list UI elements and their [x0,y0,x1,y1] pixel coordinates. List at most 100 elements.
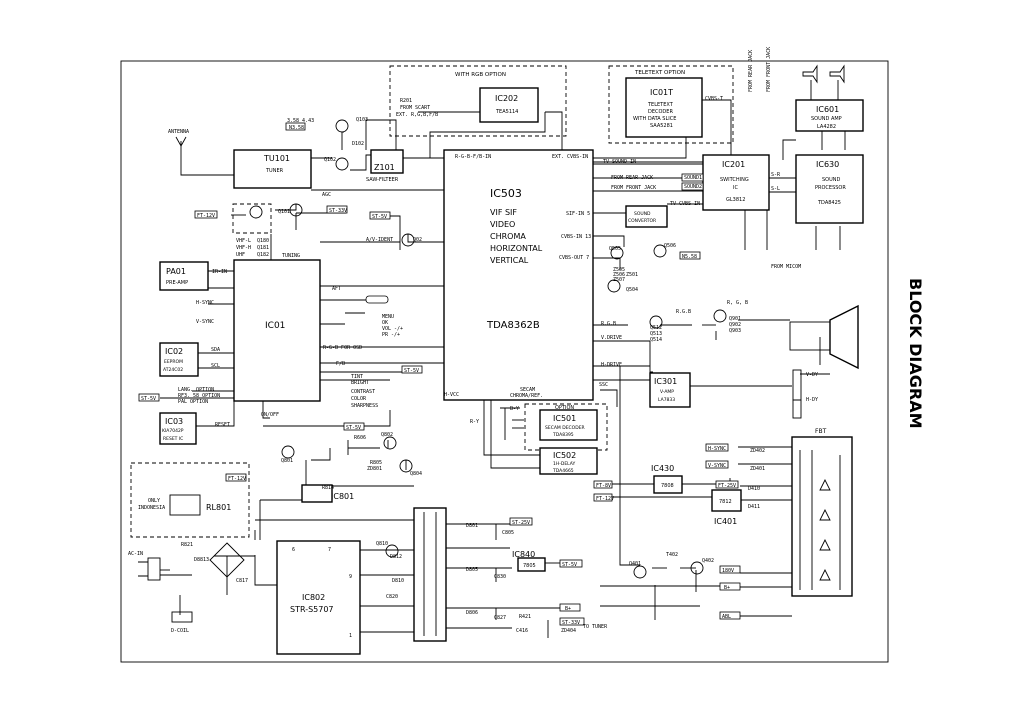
tuner-band-box [232,203,272,234]
ic502-name: IC502 [553,451,576,460]
smps-transformer [413,507,447,642]
q504-label: Q504 [626,287,638,293]
s-r-label: S-R [771,172,781,178]
aft-label: AFT [332,286,341,292]
q182-label: Q182 [257,252,269,258]
secam-option-label: OPTION [555,405,574,411]
d812-label: D812 [390,554,402,560]
ic401-sub: 7812 [719,499,732,505]
r606-label: R606 [354,435,366,441]
v-sync2-tag: V-SYNC [708,463,726,469]
chroma-ref-label: CHROMA/REF. [510,393,543,399]
ok-label: OK [382,320,388,326]
d410-label: D410 [748,486,760,492]
tv-sound-in-label: TV-SOUND-IN [603,159,636,165]
ac-in-label: AC-IN [128,551,143,557]
ic801-name: IC801 [331,492,354,501]
vhf-h-label: VHF-H [236,245,251,251]
vhf-l-label: VHF-L [236,238,251,244]
r-y-label: R-Y [470,419,479,425]
ssc-label: SSC [599,382,608,388]
ic430-name: IC430 [651,464,674,473]
ic02-sub2: AT24C02 [163,367,183,373]
pa01-sub: PRE-AMP [166,280,188,286]
ic02-sub1: EEPROM [164,359,183,365]
tuning-label: TUNING [282,253,300,259]
z505-label: Z505 [613,267,625,273]
ic202-sub: TEA5114 [495,109,518,115]
rgbfb-in-label: R-G-B-F/B-IN [455,154,491,160]
b-plus2-tag: B+ [565,606,571,612]
r814-label: R814 [322,485,334,491]
ic501-sub2: TDA8395 [552,432,574,438]
d-coil-connector [171,611,193,623]
h-sync-label: H-SYNC [196,300,214,306]
reset-label: RESET [215,422,230,428]
b-y-label: B-Y [510,406,519,412]
fb-label: F/B [336,361,345,367]
only-label: ONLY [148,498,160,504]
ic03-name: IC03 [165,417,183,426]
ft8v-tag: FT-8V [596,483,611,489]
q810-label: Q810 [376,541,388,547]
ic401-block [711,489,742,512]
ic03-sub2: RESET IC [163,436,183,442]
pin9-label: 9 [349,574,352,580]
st5v-b-tag: ST-5V [141,396,156,402]
antenna-label: ANTENNA [168,129,189,135]
sound-convertor-sub2: CONVERTOR [628,218,656,224]
ic502-block [539,447,598,475]
ic501-block [539,409,598,441]
q505-label: Q505 [609,246,621,252]
frame [120,60,889,663]
cvbs-out-label: CVBS-OUT 7 [559,255,589,261]
ic501-name: IC501 [553,414,576,423]
from-micom-label: FROM MICOM [771,264,801,270]
ir-in-label: IR-IN [212,269,227,275]
std-label: 3.58 4.43 [287,118,314,124]
d801-label: D801 [466,523,478,529]
s-l-label: S-L [771,186,780,192]
ft12v-tag: FT-12V [197,213,215,219]
sound-convertor-block [625,205,668,228]
fbt-windings [799,450,813,590]
q804-label: Q804 [410,471,422,477]
vol-label: VOL -/+ [382,326,403,332]
ic201-sub3: GL3812 [726,197,745,203]
zd801-label: ZD801 [367,466,382,472]
tv-cvbs-in-label: TV-CVBS-IN [670,201,700,207]
q512-label: Q512 [650,325,662,331]
ic601-sub2: LA4282 [817,124,836,130]
ic301-name: IC301 [654,377,677,386]
diagram-title: BLOCK DIAGRAM [906,278,925,429]
cvbs-in-label: CVBS-IN 13 [561,234,591,240]
lang-opt1-label: LANG. OPTION [178,387,214,393]
rgb3-label: R, G, B [727,300,748,306]
bridge-rectifier [209,542,245,578]
ic502-sub2: TDA4665 [552,468,574,474]
ic301-sub2: LA7833 [658,397,675,403]
q901-label: Q901 [729,316,741,322]
ic502-sub1: 1H-DELAY [553,461,576,467]
ft25v-tag: FT-25V [718,483,736,489]
q181-label: Q181 [257,245,269,251]
d810-label: D810 [392,578,404,584]
indonesia-label: INDONESIA [138,505,165,511]
ic630-name: IC630 [816,160,839,169]
c820-label: C820 [386,594,398,600]
r201-label: R201 [400,98,412,104]
crt-neck [789,321,831,351]
ic503-name: IC503 [490,187,522,200]
q514-label: Q514 [650,337,662,343]
teletext-option-box [608,65,734,144]
ic503-line3: CHROMA [490,232,526,241]
st33v-tag: ST-33V [329,208,347,214]
fbt-diodes [819,478,831,581]
ic840-block [517,557,546,572]
ic02-block [159,342,199,377]
pr-label: PR -/+ [382,332,400,338]
ic840-sub: 7805 [523,563,536,569]
st5v-tag: ST-5V [372,214,387,220]
